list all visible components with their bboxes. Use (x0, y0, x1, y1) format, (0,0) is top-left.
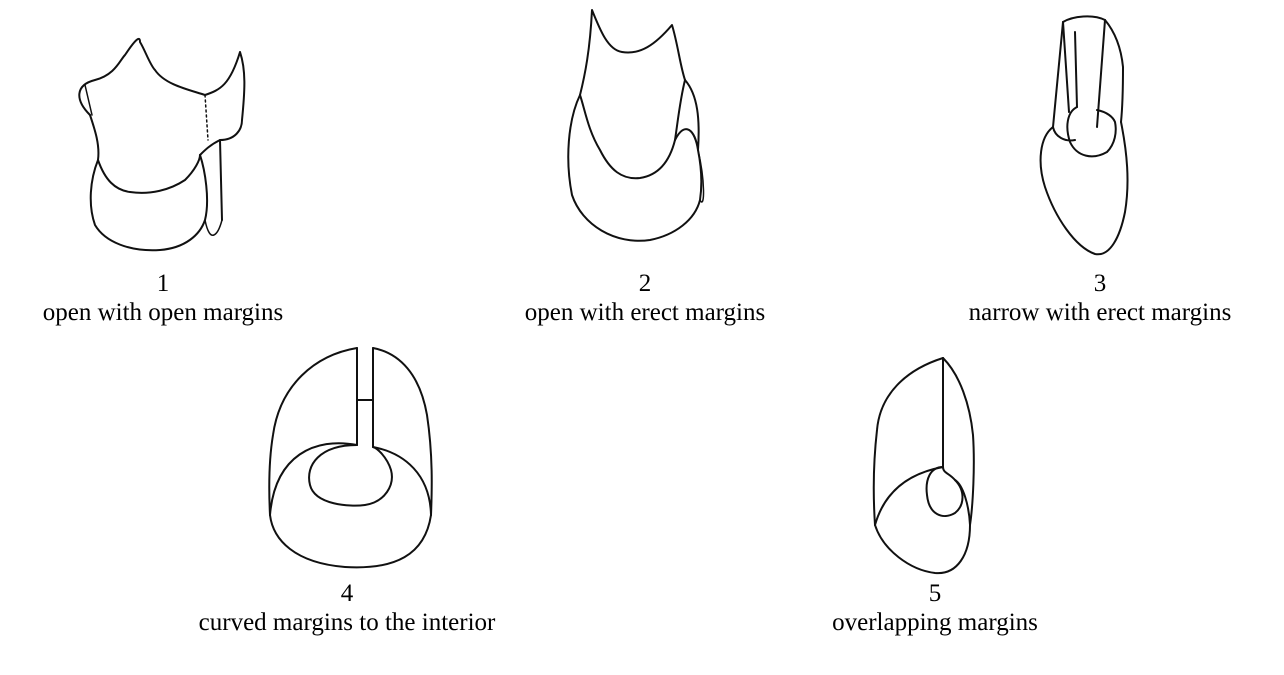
sketch-5-overlapping-margins (865, 355, 985, 580)
figure-1-caption: open with open margins (43, 299, 283, 327)
sketch-2-open-with-erect-margins (560, 10, 720, 250)
sketch-5-svg (865, 355, 985, 580)
figure-3-number: 3 (1094, 270, 1107, 298)
figure-4-caption: curved margins to the interior (199, 609, 496, 637)
sketch-1-open-with-open-margins (60, 30, 260, 260)
figure-2-number: 2 (639, 270, 652, 298)
sketch-4-svg (265, 345, 445, 570)
sketch-3-svg (1035, 12, 1145, 267)
figure-5-caption: overlapping margins (832, 609, 1038, 637)
figure-1-number: 1 (157, 270, 170, 298)
sketch-4-curved-margins-to-the-interior (265, 345, 445, 570)
figure-4-number: 4 (341, 580, 354, 608)
figure-5-number: 5 (929, 580, 942, 608)
figure-2-caption: open with erect margins (525, 299, 765, 327)
figure-3-caption: narrow with erect margins (969, 299, 1232, 327)
sketch-2-svg (560, 10, 720, 250)
sketch-1-svg (60, 30, 260, 260)
sketch-3-narrow-with-erect-margins (1035, 12, 1145, 267)
